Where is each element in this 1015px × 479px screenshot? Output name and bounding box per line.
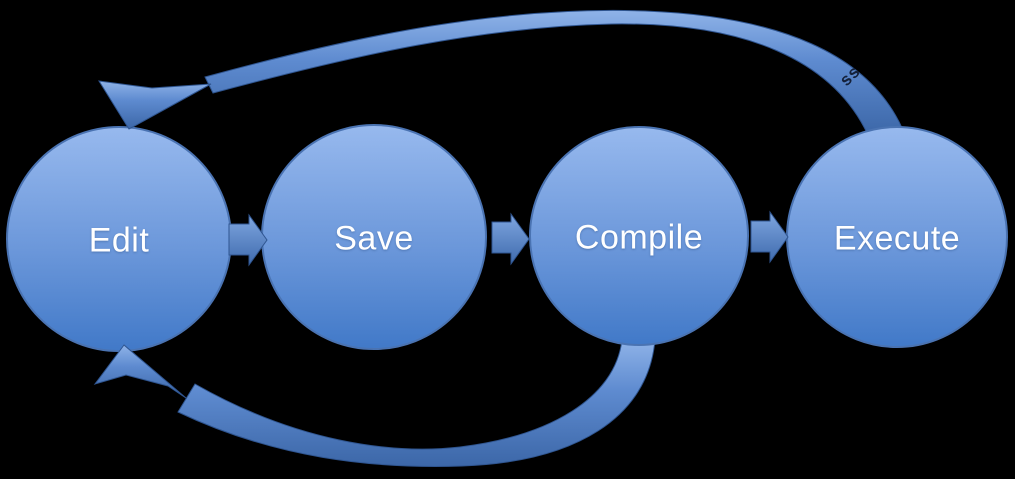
flow-arrow-compile-to-execute (750, 210, 789, 264)
flow-arrow-save-to-compile (491, 212, 530, 266)
loop-arrow-execute-to-edit-band (204, 9, 906, 136)
flow-arrow-edit-to-save (228, 213, 268, 267)
node-compile-label: Compile (574, 218, 704, 257)
node-execute-label: Execute (833, 219, 961, 258)
loop-arrow-compile-to-edit-band (177, 339, 656, 467)
node-save-label: Save (334, 219, 414, 258)
loop-arrow-compile-to-edit-arrowhead (93, 344, 187, 399)
node-edit-label: Edit (88, 221, 150, 260)
loop-arrow-execute-to-edit-arrowhead (98, 80, 212, 130)
node-compile-circle (529, 126, 749, 346)
